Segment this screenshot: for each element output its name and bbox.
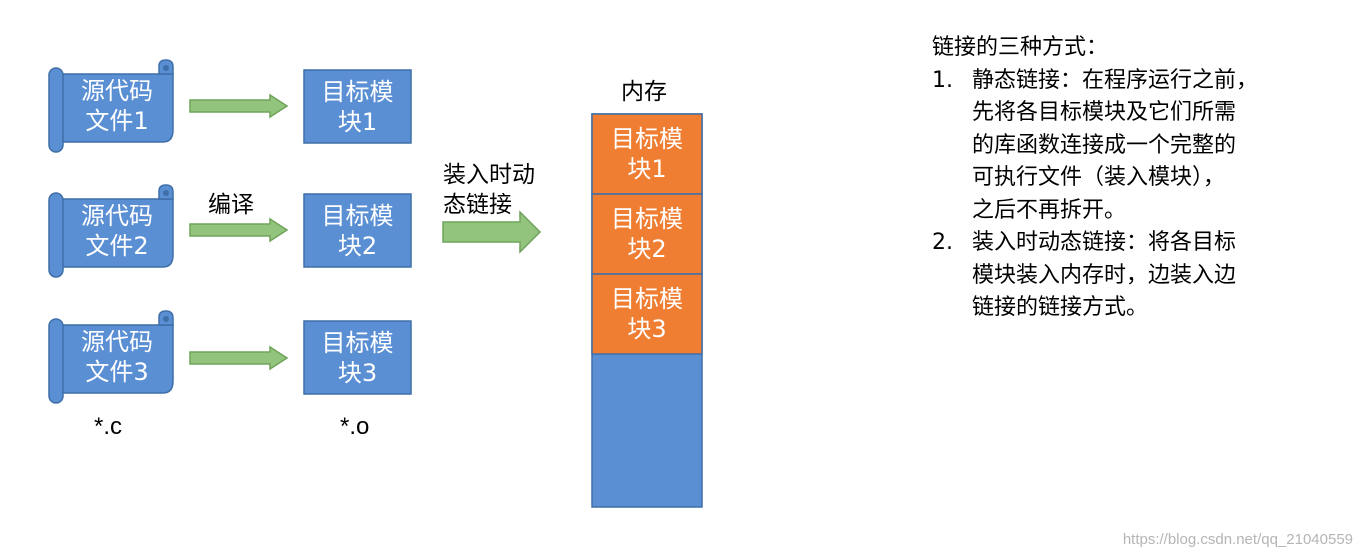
object-module-3-label: 目标模 块3 (304, 321, 411, 394)
explanation-title: 链接的三种方式： (932, 35, 1109, 60)
source-file-1-line1: 源代码 (81, 77, 153, 105)
explanation-item-1-line: 的库函数连接成一个完整的 (972, 132, 1237, 158)
memory-title: 内存 (621, 79, 667, 105)
object-module-3-box (303, 320, 412, 395)
source-file-3-line1: 源代码 (81, 328, 153, 356)
object-module-1-line2: 块1 (337, 107, 378, 136)
explanation-item-1-number: 1. (932, 67, 953, 93)
object-module-1-box (303, 69, 412, 144)
object-module-3-line2: 块3 (337, 358, 378, 387)
explanation-item-1-line: 可执行文件（装入模块）， (972, 165, 1226, 190)
watermark-text: https://blog.csdn.net/qq_21040559 (1122, 531, 1353, 548)
source-file-2-line2: 文件2 (85, 232, 149, 260)
memory-block-3-label: 目标模 块3 (611, 285, 683, 343)
source-file-1-line2: 文件1 (85, 107, 149, 135)
memory-block-3 (591, 273, 703, 355)
memory-block-1 (591, 113, 703, 195)
explanation-item-1-line: 之后不再拆开。 (972, 197, 1127, 223)
object-module-3-line1: 目标模 (321, 328, 394, 357)
compile-arrow-3 (189, 345, 289, 371)
source-file-2-label: 源代码 文件2 (63, 201, 171, 261)
explanation-item-2-line: 链接的链接方式。 (972, 295, 1149, 320)
source-file-2-line1: 源代码 (81, 202, 153, 230)
object-module-2-label: 目标模 块2 (304, 194, 411, 267)
compile-arrow-2 (189, 217, 289, 243)
load-link-label: 装入时动 态链接 (443, 160, 535, 220)
compile-arrow-1 (189, 93, 289, 119)
source-ext-label: *.c (94, 413, 123, 440)
object-module-1-line1: 目标模 (321, 77, 394, 106)
explanation-item-1: 1. 静态链接：在程序运行之前， 先将各目标模块及它们所需 的库函数连接成一个完… (932, 65, 1352, 228)
explanation-item-1-line: 静态链接：在程序运行之前， (972, 67, 1259, 93)
explanation-item-2-number: 2. (932, 230, 953, 255)
memory-block-2-label: 目标模 块2 (611, 205, 683, 263)
explanation-item-2-line: 装入时动态链接：将各目标 (972, 230, 1237, 255)
load-link-label-line1: 装入时动 (443, 162, 535, 188)
explanation-item-2: 2. 装入时动态链接：将各目标 模块装入内存时，边装入边 链接的链接方式。 (932, 227, 1352, 325)
source-file-3-label: 源代码 文件3 (63, 327, 171, 387)
memory-block-1-label: 目标模 块1 (611, 125, 683, 183)
object-module-2-line2: 块2 (337, 231, 378, 260)
load-link-label-line2: 态链接 (443, 192, 512, 218)
explanation-item-1-line: 先将各目标模块及它们所需 (972, 100, 1237, 125)
source-file-1-label: 源代码 文件1 (63, 76, 171, 136)
compile-label: 编译 (208, 192, 254, 218)
object-module-2-box (303, 193, 412, 268)
source-file-3-line2: 文件3 (85, 358, 149, 386)
object-module-1-label: 目标模 块1 (304, 70, 411, 143)
load-link-arrow (442, 210, 542, 254)
explanation-panel: 链接的三种方式： 1. 静态链接：在程序运行之前， 先将各目标模块及它们所需 的… (932, 32, 1352, 325)
explanation-item-2-line: 模块装入内存时，边装入边 (972, 262, 1237, 288)
object-module-2-line1: 目标模 (321, 201, 394, 230)
object-ext-label: *.o (340, 413, 370, 440)
